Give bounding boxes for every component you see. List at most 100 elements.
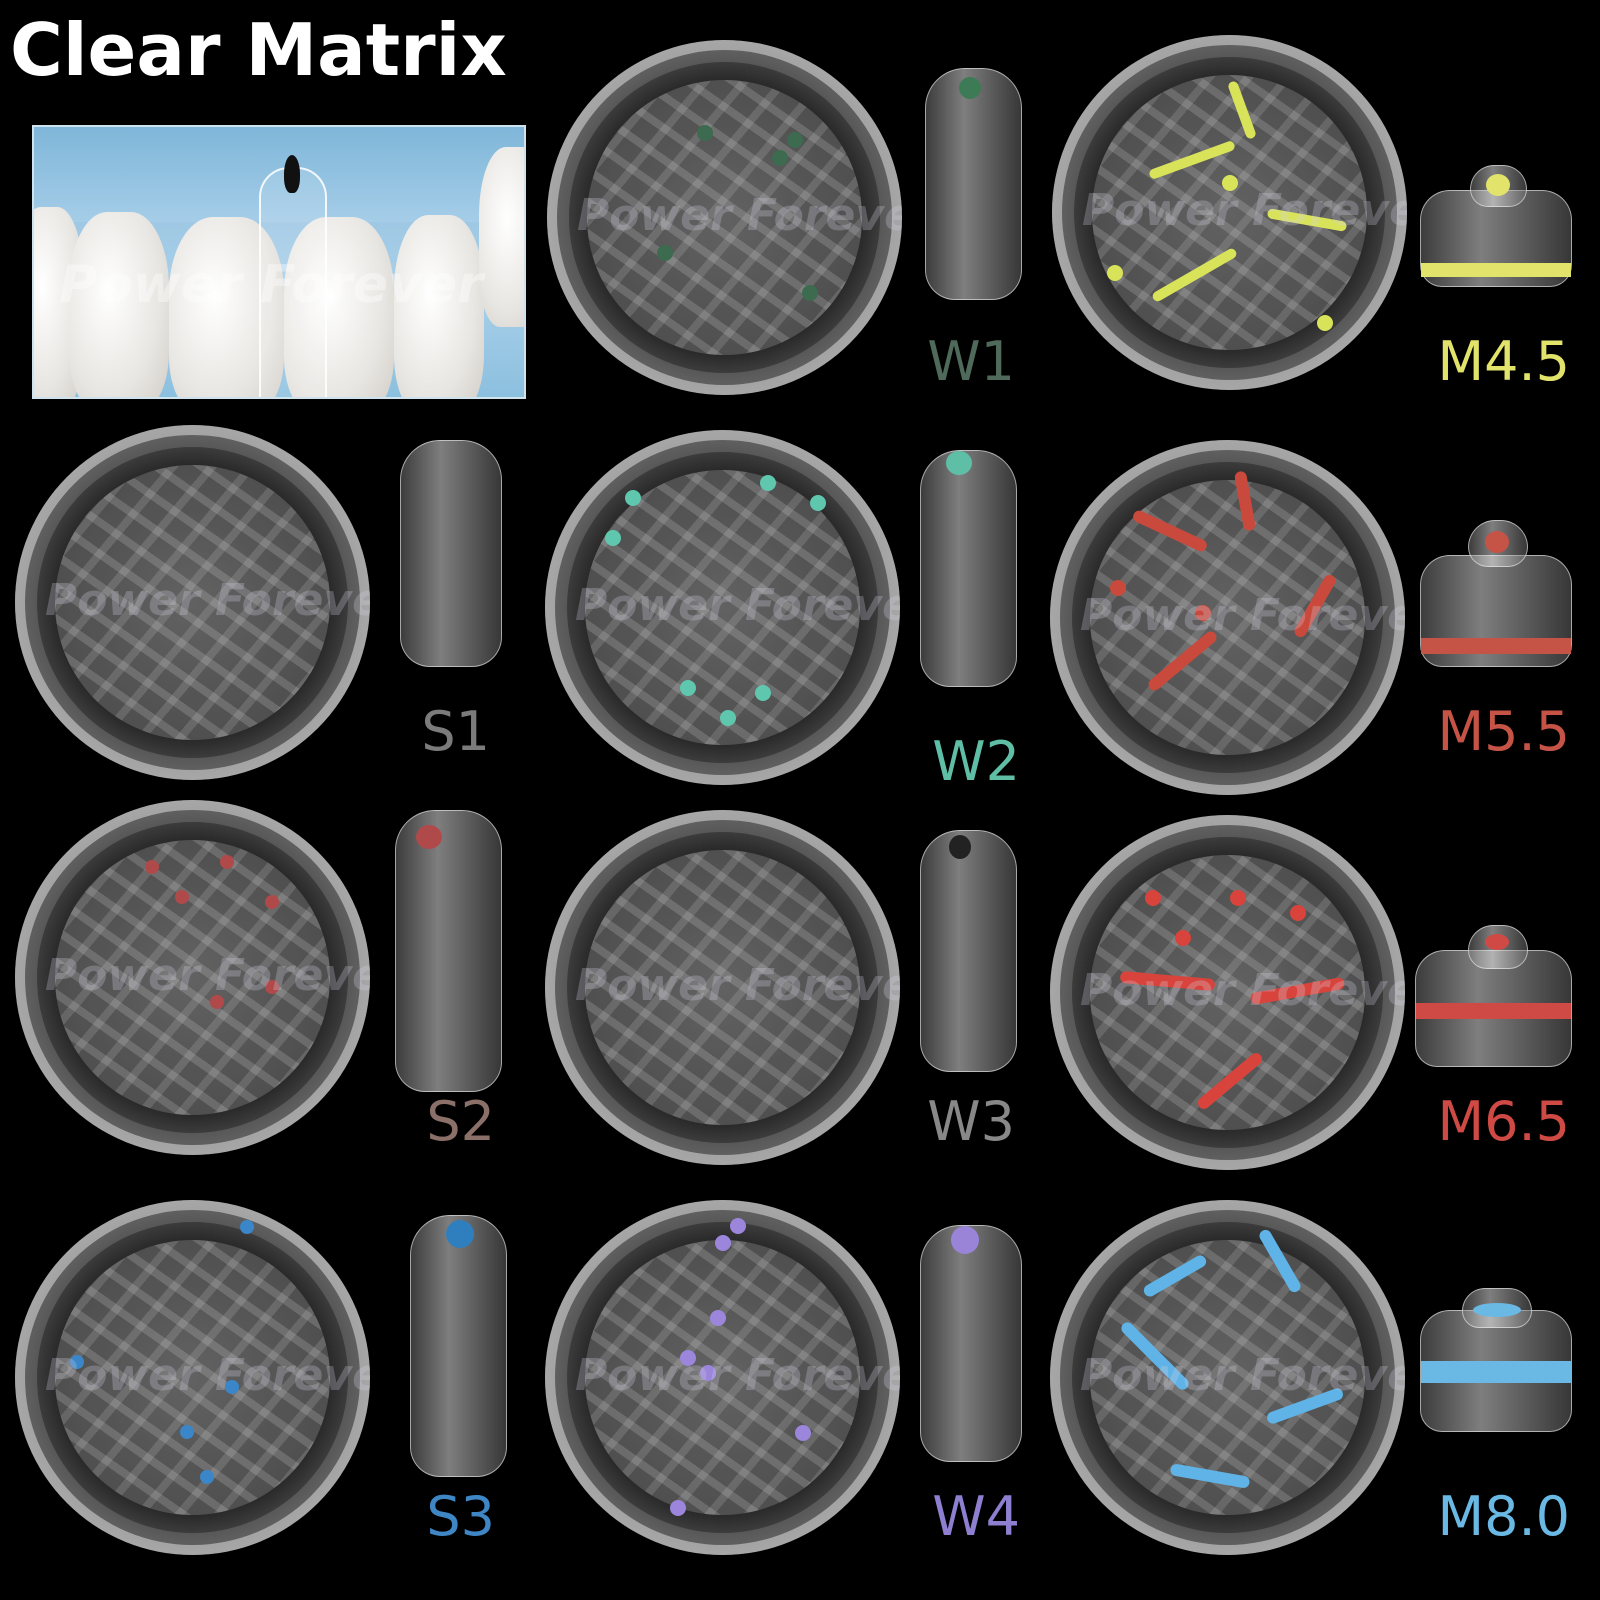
color-dot [1110,580,1126,596]
bowl-m4-5: Power Forever [1052,35,1407,390]
matrix-piece-s1 [400,440,502,667]
watermark: Power Forever [59,255,483,315]
bowl-s1: Power Forever [15,425,370,780]
watermark: Power Forever [1080,965,1405,1016]
bowl-contents [587,80,862,355]
bowl-contents [1090,480,1365,755]
color-dot [265,980,279,994]
watermark: Power Forever [45,575,370,626]
color-dot [220,855,234,869]
color-dot [225,1380,239,1394]
color-dot [680,1350,696,1366]
bowl-w3: Power Forever [545,810,900,1165]
color-dot [1290,905,1306,921]
color-dot [946,451,972,475]
color-dot [710,1310,726,1326]
color-dot [145,860,159,874]
color-dot [772,150,788,166]
color-dot [210,995,224,1009]
matrix-tab [1462,1288,1532,1328]
color-dot [625,490,641,506]
color-dot [175,890,189,904]
color-dot [810,495,826,511]
label-m5-5: M5.5 [1437,700,1570,763]
color-dot [1145,890,1161,906]
tooth [479,147,524,327]
tooth [69,212,169,397]
color-dot [1175,930,1191,946]
label-w3: W3 [927,1090,1015,1153]
color-dot [760,475,776,491]
bowl-contents [585,470,860,745]
color-dot [1222,175,1238,191]
color-dot [730,1218,746,1234]
hero-photo: Power Forever [32,125,526,399]
color-dot [1486,174,1510,196]
bowl-contents [1092,75,1367,350]
color-dot [605,530,621,546]
color-dot [700,1365,716,1381]
watermark: Power Forever [1082,185,1407,236]
bowl-s2: Power Forever [15,800,370,1155]
label-w1: W1 [927,330,1015,393]
color-dot [949,835,971,859]
watermark: Power Forever [45,950,370,1001]
matrix-strip [259,167,327,397]
matrix-piece-m8-0 [1420,1310,1572,1432]
bowl-contents [585,1240,860,1515]
bowl-contents [55,1240,330,1515]
matrix-tab [1470,165,1527,207]
color-dot [755,685,771,701]
matrix-tab [1468,520,1528,567]
watermark: Power Forever [575,960,900,1011]
matrix-piece-s2 [395,810,502,1092]
watermark: Power Forever [1080,1350,1405,1401]
matrix-piece-w2 [920,450,1017,687]
tooth [284,217,394,397]
bowl-m6-5: Power Forever [1050,815,1405,1170]
color-dot [1107,265,1123,281]
label-m6-5: M6.5 [1437,1090,1570,1153]
matrix-piece-w3 [920,830,1017,1072]
color-dot [180,1425,194,1439]
matrix-tip [284,155,300,193]
color-dot [1230,890,1246,906]
color-dot [240,1220,254,1234]
label-w4: W4 [932,1485,1020,1548]
watermark: Power Forever [45,1350,370,1401]
bowl-contents [55,465,330,740]
color-dot [1195,605,1211,621]
bowl-m5-5: Power Forever [1050,440,1405,795]
color-dot [70,1355,84,1369]
matrix-piece-s3 [410,1215,507,1477]
color-dot [200,1470,214,1484]
matrix-piece-m6-5 [1415,950,1572,1067]
tooth [169,217,284,397]
color-dot [265,895,279,909]
color-dot [697,125,713,141]
label-m4-5: M4.5 [1437,330,1570,393]
color-band [1421,1361,1571,1383]
bowl-m8-0: Power Forever [1050,1200,1405,1555]
color-band [1473,1303,1521,1317]
color-dot [680,680,696,696]
bowl-contents [1090,1240,1365,1515]
color-dot [720,710,736,726]
matrix-tab [1468,925,1528,969]
label-s1: S1 [421,700,490,763]
bowl-w4: Power Forever [545,1200,900,1555]
color-dot [951,1226,979,1254]
color-dot [1485,934,1509,950]
watermark: Power Forever [577,190,902,241]
color-dot [802,285,818,301]
color-dot [787,132,803,148]
label-s3: S3 [426,1485,495,1548]
color-band [1421,638,1571,654]
matrix-piece-w4 [920,1225,1022,1462]
color-dot [1485,531,1509,553]
color-dot [446,1220,474,1248]
color-dot [657,245,673,261]
watermark: Power Forever [575,1350,900,1401]
color-dot [670,1500,686,1516]
tooth [394,215,484,397]
